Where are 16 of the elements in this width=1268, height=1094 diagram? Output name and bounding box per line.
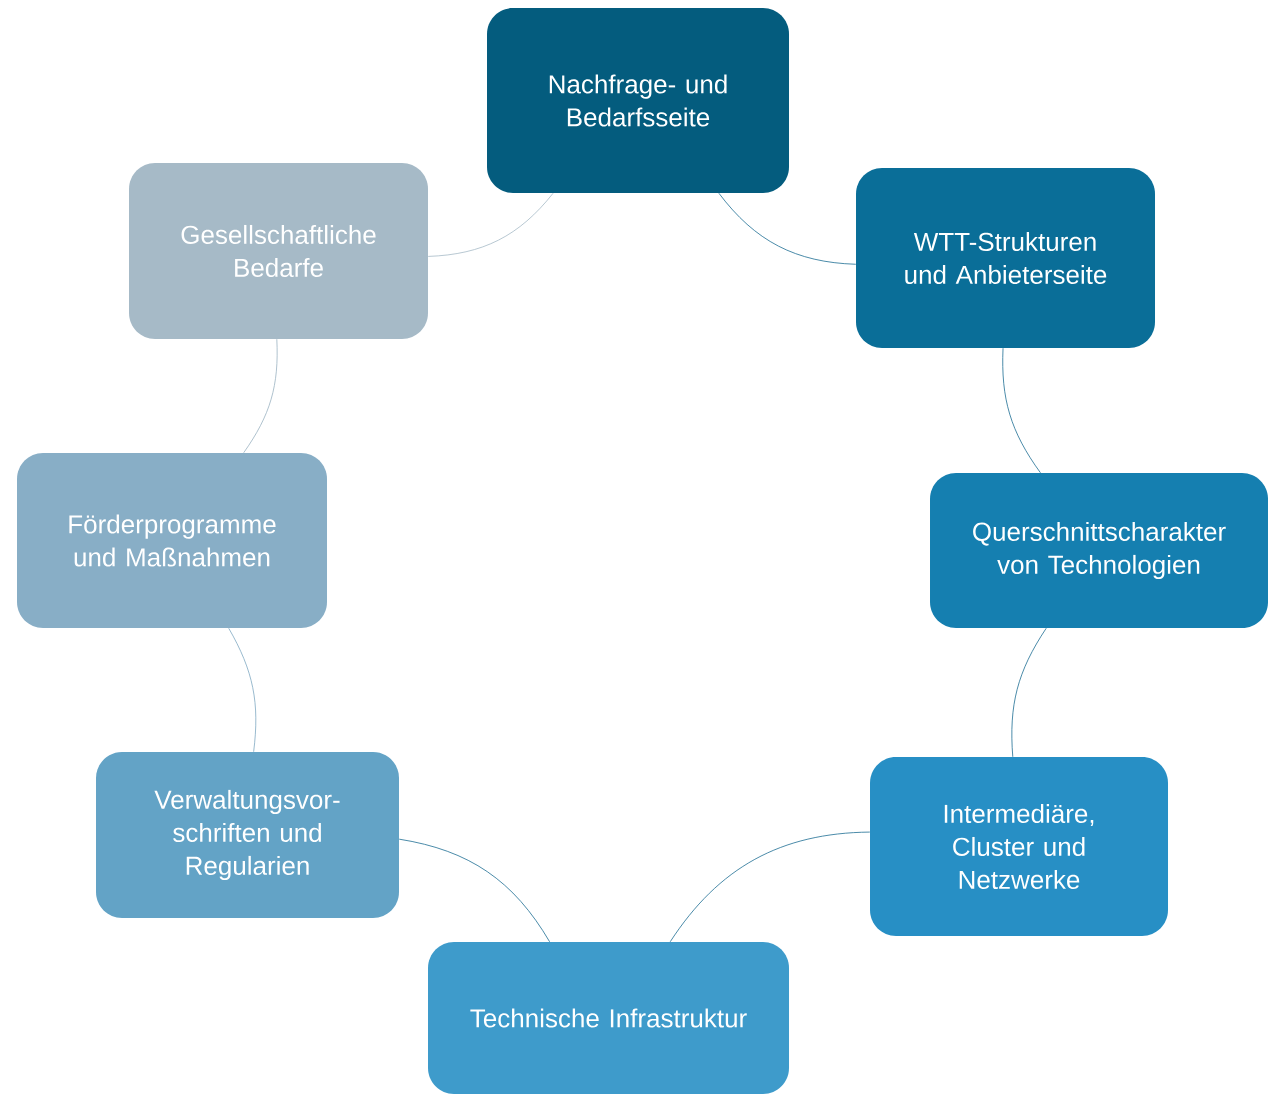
connector-arc — [398, 838, 551, 943]
process-box: WTT-Strukturen und Anbieterseite — [856, 168, 1155, 348]
connector-arc — [669, 831, 871, 943]
process-box: Nachfrage- und Bedarfsseite — [487, 8, 789, 193]
process-box: Intermediäre, Cluster und Netzwerke — [870, 757, 1168, 936]
connector-arc — [243, 338, 278, 454]
process-box: Querschnittscharakter von Technologien — [930, 473, 1268, 628]
process-box: Technische Infrastruktur — [428, 942, 789, 1094]
connector-arc — [1002, 347, 1041, 474]
connector-arc — [718, 192, 857, 265]
process-box: Gesellschaftliche Bedarfe — [129, 163, 428, 339]
process-box: Förderprogramme und Maßnahmen — [17, 453, 327, 628]
process-box: Verwaltungsvor- schriften und Regularien — [96, 752, 399, 918]
connector-arc — [1011, 627, 1047, 758]
connector-arc — [427, 192, 554, 257]
connector-arc — [228, 627, 257, 753]
